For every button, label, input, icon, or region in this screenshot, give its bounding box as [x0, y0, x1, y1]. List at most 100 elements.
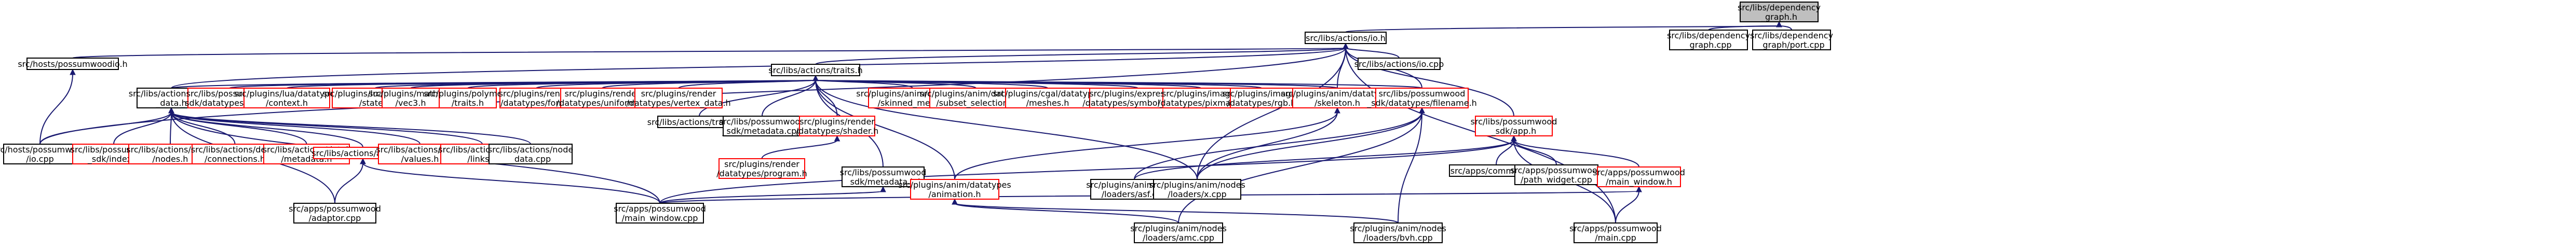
edge-app_main_window_h-to-app_main_cpp [1615, 186, 1642, 224]
node-label: /connections.h [205, 154, 265, 164]
edge-arrowhead [1419, 107, 1425, 114]
node-box [1134, 222, 1223, 243]
node-box [293, 203, 376, 224]
edge-arrowhead [70, 68, 76, 75]
node-app_adaptor[interactable]: src/apps/possumwood/adaptor.cpp [289, 203, 381, 224]
node-dep_graph_cpp[interactable]: src/libs/dependency_graph.cpp [1667, 30, 1750, 50]
edge-line [1197, 47, 1346, 180]
node-label: src/plugins/cgal/datatypes [993, 89, 1103, 99]
node-box [1752, 30, 1831, 50]
node-label: src/hosts/possumwoodio.h [18, 59, 127, 69]
node-anim_skeleton[interactable]: src/plugins/anim/datatypes/skeleton.h [1281, 88, 1394, 108]
node-label: /adaptor.cpp [309, 213, 361, 223]
node-label: _data.cpp [510, 154, 551, 164]
node-render_uniforms[interactable]: src/plugins/render/datatypes/uniforms.h [557, 88, 648, 108]
node-label: _graph/port.cpp [1758, 40, 1824, 50]
node-box [1740, 2, 1819, 22]
node-app_main_window_cpp[interactable]: src/apps/possumwood/main_window.cpp [614, 203, 706, 224]
edge-actions_node_data-to-sdk_index_h [113, 107, 174, 145]
node-box [634, 88, 723, 108]
node-label: src/libs/possumwood [1379, 89, 1466, 99]
node-label: /main.cpp [1595, 233, 1636, 243]
node-box [1305, 32, 1387, 44]
node-dependency[interactable]: src/libs/dependency_graph.h [1738, 2, 1821, 22]
node-anim_loaders_amc[interactable]: src/plugins/anim/nodes/loaders/amc.cpp [1130, 222, 1227, 243]
node-sdk_metadata_inl[interactable]: src/libs/possumwood_sdk/metadata.inl [840, 166, 927, 187]
node-app_path_widget[interactable]: src/apps/possumwood/path_widget.cpp [1510, 164, 1603, 185]
node-label: /datatypes/rgb.h [1227, 98, 1296, 108]
edge-line [171, 47, 1346, 89]
node-hosts_io_h[interactable]: src/hosts/possumwoodio.h [18, 58, 128, 70]
node-box [26, 58, 119, 70]
node-dep_graph_port[interactable]: src/libs/dependency_graph/port.cpp [1750, 30, 1833, 50]
node-label: /context.h [266, 98, 308, 108]
edge-line [659, 190, 884, 204]
node-actions_io_cpp[interactable]: src/libs/actions/io.cpp [1354, 58, 1444, 70]
node-box [1353, 222, 1443, 243]
edge-anim_animation-to-anim_loaders_bvh [952, 198, 1399, 224]
node-label: /loaders/asf.cpp [1102, 189, 1168, 199]
edge-actions_node_data-to-actions_detail_values [168, 107, 421, 145]
edge-line [1513, 140, 1639, 168]
edge-line [113, 111, 172, 145]
node-label: src/libs/possumwood [719, 117, 806, 127]
node-polymesh_traits[interactable]: src/plugins/polymesh/traits.h [424, 88, 512, 108]
node-label: src/plugins/images [1162, 89, 1240, 99]
node-sdk_filename[interactable]: src/libs/possumwood_sdk/datatypes/filena… [1366, 88, 1477, 108]
node-box [439, 88, 497, 108]
node-label: /io.cpp [26, 154, 54, 164]
node-sdk_app_h[interactable]: src/libs/possumwood_sdk/app.h [1471, 116, 1557, 136]
node-anim_loaders_x[interactable]: src/plugins/anim/nodes/loaders/x.cpp [1149, 179, 1245, 200]
edge-line [678, 79, 816, 89]
node-actions_traits_h[interactable]: src/libs/actions/traits.h [768, 64, 863, 76]
edge-line [39, 111, 172, 145]
node-label: src/hosts/possumwood [0, 145, 87, 155]
edge-arrowhead [812, 75, 819, 81]
edge-dependency-to-actions_io_h [1345, 21, 1782, 33]
edge-render_shader-to-render_program [761, 135, 840, 159]
node-render_vertex_data[interactable]: src/plugins/render/datatypes/vertex_data… [626, 88, 731, 108]
node-label: /datatypes/program.h [716, 169, 807, 178]
edge-line [362, 162, 660, 204]
node-sdk_metadata_cpp[interactable]: src/libs/possumwood_sdk/metadata.cpp [719, 116, 806, 136]
edge-actions_actions_h-to-app_main_window_cpp [360, 158, 660, 204]
node-label: /loaders/amc.cpp [1143, 233, 1214, 243]
node-images_pixmap[interactable]: src/plugins/images/datatypes/pixmap.h [1158, 88, 1244, 108]
node-maths_io_vec3[interactable]: src/plugins/maths/io/vec3.h [369, 88, 453, 108]
node-label: /loaders/bvh.cpp [1363, 233, 1433, 243]
node-app_main_cpp[interactable]: src/apps/possumwood/main.cpp [1569, 222, 1662, 243]
node-label: /values.h [401, 154, 439, 164]
edge-arrowhead [1511, 135, 1517, 142]
node-render_shader[interactable]: src/plugins/render/datatypes/shader.h [796, 116, 879, 136]
edge-line [815, 79, 955, 180]
edge-arrowhead [834, 135, 840, 142]
node-box [771, 64, 860, 76]
node-app_main_window_h[interactable]: src/apps/possumwood/main_window.h [1593, 166, 1685, 187]
node-label: src/plugins/images [1223, 89, 1300, 99]
node-hosts_io_cpp[interactable]: src/hosts/possumwood/io.cpp [0, 144, 87, 164]
edge-actions_actions_h-to-app_adaptor [334, 158, 366, 204]
node-cgal_meshes[interactable]: src/plugins/cgal/datatypes/meshes.h [993, 88, 1103, 108]
node-label: /datatypes/vertex_data.h [626, 98, 730, 108]
node-render_program[interactable]: src/plugins/render/datatypes/program.h [716, 158, 807, 179]
node-box [1375, 88, 1469, 108]
node-label: src/apps/possumwood [289, 204, 381, 214]
node-actions_io_h[interactable]: src/libs/actions/io.h [1305, 32, 1387, 44]
node-label: src/plugins/maths/io [369, 89, 453, 99]
node-label: _graph.h [1760, 12, 1797, 22]
node-anim_loaders_bvh[interactable]: src/plugins/anim/nodes/loaders/bvh.cpp [1350, 222, 1446, 243]
node-label: _sdk/metadata.cpp [722, 126, 802, 136]
node-label: /meshes.h [1026, 98, 1069, 108]
node-box [3, 144, 77, 164]
node-anim_animation[interactable]: src/plugins/anim/datatypes/animation.h [898, 179, 1011, 200]
node-label: /path_widget.cpp [1521, 175, 1592, 185]
node-lua_context[interactable]: src/plugins/lua/datatypes/context.h [235, 88, 340, 108]
node-actions_node_data_cpp[interactable]: src/libs/actions/node_data.cpp [488, 144, 573, 164]
edge-sdk_metadata_inl-to-app_main_window_cpp [659, 186, 886, 204]
node-label: src/plugins/render [724, 159, 799, 169]
node-actions_detail_connections[interactable]: src/libs/actions/detail/connections.h [191, 144, 279, 164]
node-label: src/plugins/render [565, 89, 640, 99]
edge-line [170, 111, 172, 145]
node-label: src/libs/dependency [1750, 31, 1833, 40]
edge-sdk_app_h-to-app_path_widget [1511, 135, 1557, 165]
